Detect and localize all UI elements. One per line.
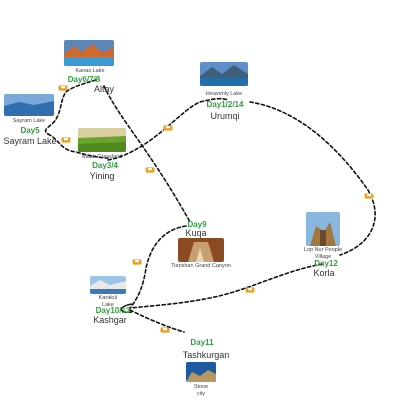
route-kashgar-tashkurgan	[129, 309, 185, 333]
nalati-grassland-caption: Nalati Grassland	[81, 154, 123, 160]
car-icon	[145, 167, 155, 173]
stone-city-caption: Stone city	[194, 384, 208, 397]
lop-nur-caption: Lop Nur People Village	[304, 247, 342, 260]
tianshan-canyon-caption: Tianshan Grand Canyon	[171, 263, 231, 269]
car-icon	[160, 327, 170, 333]
city-kashgar: Kashgar	[93, 315, 127, 325]
route-korla-kashgar	[129, 263, 323, 309]
sayram-lake-caption: Sayram Lake	[12, 118, 46, 124]
stone-city-caption-line2: city	[196, 390, 206, 397]
stone-city-caption-line1: Stone	[193, 384, 209, 390]
route-kuqa-kashgar	[129, 225, 187, 309]
heavenly-lake-caption: Heavenly Lake	[205, 91, 243, 97]
day-label-yining: Day3/4	[92, 161, 118, 170]
day-label-altay: Day6/7/8	[67, 75, 101, 84]
stone-city-photo	[186, 362, 216, 382]
day-label-kashgar: Day10/13	[95, 306, 131, 315]
tianshan-grand-canyon-photo	[178, 238, 224, 262]
day-label-kuqa: Day9	[187, 220, 207, 229]
karakul-lake-photo	[90, 276, 126, 294]
heavenly-lake-photo	[200, 62, 248, 86]
route-urumqi-korla	[249, 101, 376, 256]
city-tashkurgan: Tashkurgan	[182, 350, 230, 360]
day-label-urumqi: Day1/2/14	[206, 100, 244, 109]
car-icon	[163, 125, 173, 131]
kanas-lake-photo	[64, 40, 114, 66]
day-label-korla: Day12	[314, 259, 338, 268]
kanas-lake-caption: Kanas Lake	[75, 68, 105, 74]
karakul-caption-line1: Karakul	[98, 295, 118, 301]
karakul-caption-line2: Lake	[102, 301, 114, 308]
route-altay-sayram	[44, 79, 97, 135]
sayram-lake-photo	[4, 94, 54, 116]
route-sayram-yining	[47, 133, 109, 159]
car-icon	[61, 137, 71, 143]
city-yining: Yining	[89, 171, 115, 181]
nalati-grassland-photo	[78, 128, 126, 152]
city-kuqa: Kuqa	[185, 228, 207, 238]
city-sayram-lake: Sayram Lake	[3, 136, 57, 146]
car-icon	[364, 193, 374, 199]
city-urumqi: Urumqi	[210, 111, 240, 121]
car-icon	[245, 287, 255, 293]
city-korla: Korla	[313, 268, 335, 278]
car-icon	[58, 85, 68, 91]
route-kashgar-loop	[120, 303, 133, 314]
lop-nur-caption-line2: Village	[314, 253, 332, 260]
lop-nur-caption-line1: Lop Nur People	[303, 247, 343, 253]
lop-nur-village-photo	[306, 212, 340, 246]
car-icon	[132, 259, 142, 265]
karakul-caption: Karakul Lake	[99, 295, 118, 308]
day-label-tashkurgan: Day11	[190, 338, 214, 347]
city-altay: Altay	[93, 84, 115, 94]
day-label-sayram: Day5	[20, 126, 40, 135]
route-yining-urumqi	[107, 97, 229, 161]
route-altay-kuqa	[103, 85, 191, 223]
